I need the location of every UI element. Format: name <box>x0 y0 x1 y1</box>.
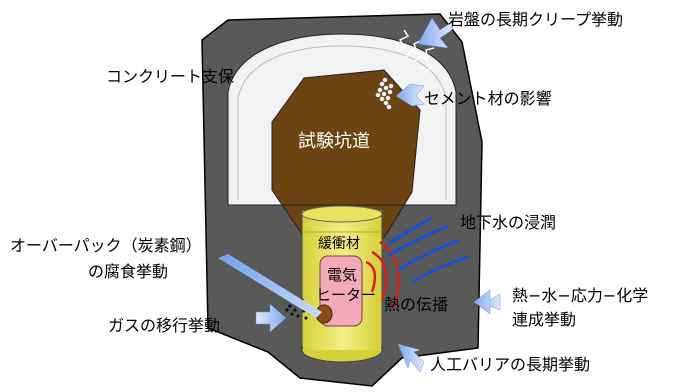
label-gas-migration: ガスの移行挙動 <box>108 316 221 335</box>
buffer-top <box>301 205 383 223</box>
overpack-leader-line <box>218 254 322 318</box>
callout-arrow-ebs <box>397 343 425 373</box>
label-ebs-longterm: 人工バリアの長期挙動 <box>430 355 591 374</box>
callout-arrow-thmc <box>473 289 501 315</box>
label-cement-effect: セメント材の影響 <box>424 89 552 108</box>
rock-cracks <box>395 29 435 74</box>
callout-arrow-gas <box>255 303 287 333</box>
cement-particles <box>375 77 394 110</box>
label-rock-creep: 岩盤の長期クリープ挙動 <box>448 10 624 29</box>
heat-waves <box>365 240 400 309</box>
test-tunnel-interior <box>271 69 421 241</box>
label-concrete-support: コンクリート支保 <box>106 67 235 86</box>
callout-arrow-cement <box>395 83 425 107</box>
groundwater-arrows <box>387 216 471 284</box>
label-overpack-line1: オーバーパック（炭素鋼） <box>10 236 202 255</box>
label-heat-propagation: 熱の伝播 <box>384 295 449 314</box>
label-buffer: 緩衝材 <box>318 236 360 252</box>
label-test-tunnel: 試験坑道 <box>298 131 370 152</box>
callout-arrow-rock-creep <box>417 17 453 49</box>
lining-inner-edge <box>237 45 447 200</box>
label-heater-line1: 電気 <box>326 266 357 284</box>
label-thmc-line1: 熱−水−応力−化学 <box>512 286 649 305</box>
label-heater-line2: ヒーター <box>316 286 377 304</box>
label-groundwater: 地下水の浸潤 <box>460 213 557 232</box>
label-overpack-line2: の腐食挙動 <box>88 262 169 281</box>
label-thmc-line2: 連成挙動 <box>512 310 577 329</box>
